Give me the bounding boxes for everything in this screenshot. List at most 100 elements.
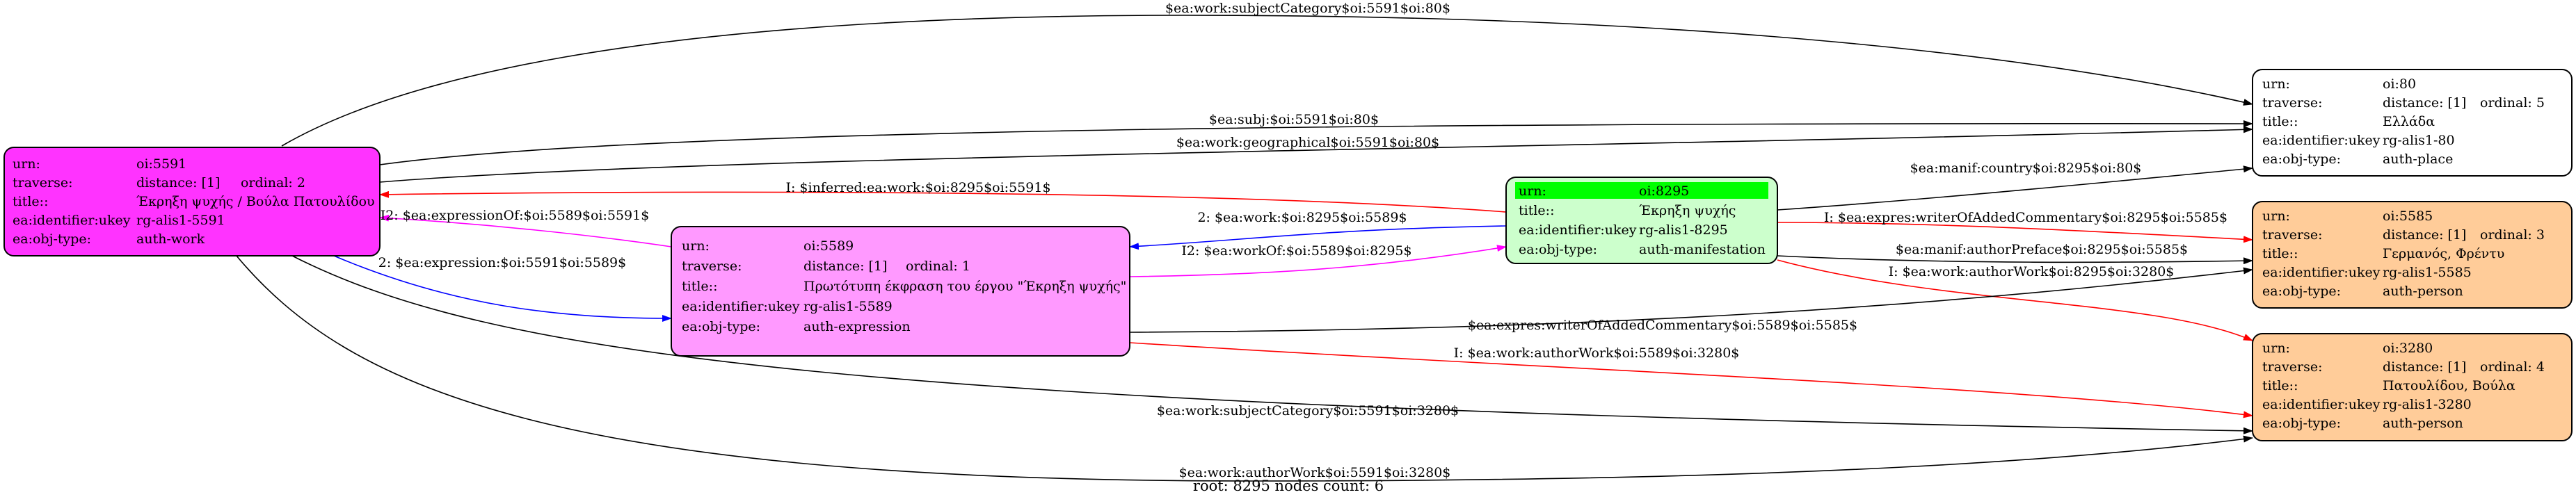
node-value: oi:5585	[2383, 209, 2433, 224]
edge-label: I2: $ea:workOf:$oi:5589$oi:8295$	[1181, 243, 1411, 259]
edge-expression-5591-5589: 2: $ea:expression:$oi:5591$oi:5589$	[333, 255, 672, 322]
node-key: title::	[2262, 246, 2298, 261]
node-key: urn:	[1519, 184, 1546, 199]
node-value: auth-place	[2383, 152, 2453, 167]
edge-label: $ea:expres:writerOfAddedCommentary$oi:55…	[1468, 318, 1857, 333]
node-key: ea:identifier:ukey	[2262, 133, 2381, 148]
graph-footer: root: 8295 nodes count: 6	[1193, 478, 1384, 494]
node-key: urn:	[682, 238, 710, 254]
edge-writer-commentary-8295-5585: I: $ea:expres:writerOfAddedCommentary$oi…	[1777, 210, 2253, 243]
node-key: ea:identifier:ukey	[2262, 265, 2381, 280]
node-key: ea:obj-type:	[2262, 416, 2341, 431]
node-place-80[interactable]: urn: oi:80 traverse: distance: [1] ordin…	[2252, 69, 2573, 177]
node-key: title::	[2262, 114, 2298, 129]
node-key: traverse:	[2262, 359, 2323, 375]
node-person-5585[interactable]: urn: oi:5585 traverse: distance: [1] ord…	[2252, 201, 2573, 309]
node-key: urn:	[2262, 76, 2290, 92]
edge-label: 2: $ea:work:$oi:8295$oi:5589$	[1197, 210, 1407, 225]
edge-label: $ea:manif:country$oi:8295$oi:80$	[1910, 161, 2142, 176]
node-key: ea:identifier:ukey	[1519, 222, 1637, 238]
node-ordinal: ordinal: 5	[2480, 95, 2545, 111]
edge-label: $ea:work:geographical$oi:5591$oi:80$	[1176, 135, 1439, 150]
edge-label: 2: $ea:expression:$oi:5591$oi:5589$	[378, 255, 627, 270]
root-highlight	[1515, 182, 1768, 199]
node-value: oi:8295	[1639, 184, 1689, 199]
node-value: rg-alis1-80	[2383, 133, 2455, 148]
node-value: rg-alis1-5591	[136, 213, 225, 228]
edge-work-of-5589-8295: I2: $ea:workOf:$oi:5589$oi:8295$	[1129, 243, 1507, 277]
node-key: ea:obj-type:	[13, 231, 91, 247]
node-key: traverse:	[13, 175, 73, 190]
edge-author-work-5591-3280: $ea:work:authorWork$oi:5591$oi:3280$	[236, 255, 2253, 482]
node-key: ea:identifier:ukey	[13, 213, 131, 228]
edges-layer: $ea:work:subjectCategory$oi:5591$oi:80$ …	[236, 1, 2253, 482]
edge-inferred-work-8295-5591: I: $inferred:ea:work:$oi:8295$oi:5591$	[379, 180, 1507, 213]
edge-expression-of-5589-5591: I2: $ea:expressionOf:$oi:5589$oi:5591$	[379, 208, 672, 247]
node-key: ea:identifier:ukey	[682, 299, 800, 314]
node-key: title::	[682, 279, 717, 294]
node-key: title::	[2262, 378, 2298, 393]
node-key: traverse:	[682, 259, 742, 274]
node-value: auth-manifestation	[1639, 242, 1766, 257]
nodes-layer: urn: oi:5591 traverse: distance: [1] ord…	[3, 69, 2573, 441]
node-value: rg-alis1-3280	[2383, 397, 2472, 412]
node-ordinal: ordinal: 4	[2480, 359, 2545, 375]
node-value: rg-alis1-5585	[2383, 265, 2472, 280]
node-value: Ελλάδα	[2383, 114, 2435, 129]
edge-writer-commentary-5589-5585: $ea:expres:writerOfAddedCommentary$oi:55…	[1129, 267, 2253, 333]
node-key: title::	[1519, 203, 1554, 218]
node-value: distance: [1]	[2383, 359, 2466, 375]
node-key: urn:	[2262, 209, 2290, 224]
node-value: oi:80	[2383, 76, 2416, 92]
node-work-5591[interactable]: urn: oi:5591 traverse: distance: [1] ord…	[3, 147, 381, 256]
edge-author-work-8295-3280: I: $ea:work:authorWork$oi:8295$oi:3280$	[1777, 259, 2253, 341]
node-value: oi:5591	[136, 156, 186, 172]
node-value: rg-alis1-5589	[803, 299, 893, 314]
edge-subject-category-5591-3280: $ea:work:subjectCategory$oi:5591$oi:3280…	[291, 255, 2253, 434]
node-value: oi:5589	[803, 238, 854, 254]
node-value: auth-person	[2383, 284, 2463, 299]
node-value: rg-alis1-8295	[1639, 222, 1728, 238]
edge-manif-country-8295-80: $ea:manif:country$oi:8295$oi:80$	[1777, 161, 2253, 211]
node-manifestation-8295[interactable]: urn: oi:8295 title:: Έκρηξη ψυχής ea:ide…	[1505, 177, 1778, 264]
node-value: auth-person	[2383, 416, 2463, 431]
edge-geographical-5591-80: $ea:work:geographical$oi:5591$oi:80$	[379, 126, 2253, 183]
edge-label: $ea:work:subjectCategory$oi:5591$oi:3280…	[1157, 403, 1459, 418]
node-expression-5589[interactable]: urn: oi:5589 traverse: distance: [1] ord…	[671, 226, 1130, 357]
edge-subj-5591-80: $ea:subj:$oi:5591$oi:80$	[379, 112, 2253, 165]
node-value: distance: [1]	[803, 259, 887, 274]
node-key: urn:	[2262, 341, 2290, 356]
node-value: distance: [1]	[2383, 95, 2466, 111]
node-ordinal: ordinal: 3	[2480, 227, 2545, 243]
node-value: Πρωτότυπη έκφραση του έργου "Έκρηξη ψυχή…	[803, 279, 1126, 294]
node-ordinal: ordinal: 1	[906, 259, 970, 274]
edge-subject-category-5591-80: $ea:work:subjectCategory$oi:5591$oi:80$	[281, 1, 2253, 147]
edge-label: $ea:work:subjectCategory$oi:5591$oi:80$	[1165, 1, 1450, 16]
node-key: ea:obj-type:	[2262, 284, 2341, 299]
node-value: auth-expression	[803, 319, 911, 334]
node-value: Έκρηξη ψυχής	[1639, 203, 1736, 218]
edge-label: $ea:subj:$oi:5591$oi:80$	[1209, 112, 1379, 127]
node-key: ea:obj-type:	[682, 319, 760, 334]
edge-label: I: $ea:expres:writerOfAddedCommentary$oi…	[1824, 210, 2227, 225]
edge-label: $ea:work:authorWork$oi:5591$oi:3280$	[1179, 465, 1451, 480]
node-value: Έκρηξη ψυχής / Βούλα Πατουλίδου	[136, 194, 375, 209]
edge-label: I: $inferred:ea:work:$oi:8295$oi:5591$	[785, 180, 1050, 195]
node-key: ea:obj-type:	[1519, 242, 1597, 257]
node-ordinal: ordinal: 2	[241, 175, 305, 190]
node-value: distance: [1]	[2383, 227, 2466, 243]
edge-label: I: $ea:work:authorWork$oi:5589$oi:3280$	[1454, 345, 1740, 361]
node-key: traverse:	[2262, 227, 2323, 243]
node-key: traverse:	[2262, 95, 2323, 111]
node-value: Γερμανός, Φρέντυ	[2383, 246, 2504, 261]
edge-label: I2: $ea:expressionOf:$oi:5589$oi:5591$	[381, 208, 650, 223]
node-key: ea:identifier:ukey	[2262, 397, 2381, 412]
node-value: oi:3280	[2383, 341, 2433, 356]
edge-author-work-5589-3280: I: $ea:work:authorWork$oi:5589$oi:3280$	[1129, 342, 2253, 418]
node-person-3280[interactable]: urn: oi:3280 traverse: distance: [1] ord…	[2252, 333, 2573, 441]
edge-work-8295-5589: 2: $ea:work:$oi:8295$oi:5589$	[1129, 210, 1507, 250]
node-key: title::	[13, 194, 48, 209]
node-key: urn:	[13, 156, 40, 172]
node-value: distance: [1]	[136, 175, 220, 190]
node-value: Πατουλίδου, Βούλα	[2383, 378, 2515, 393]
